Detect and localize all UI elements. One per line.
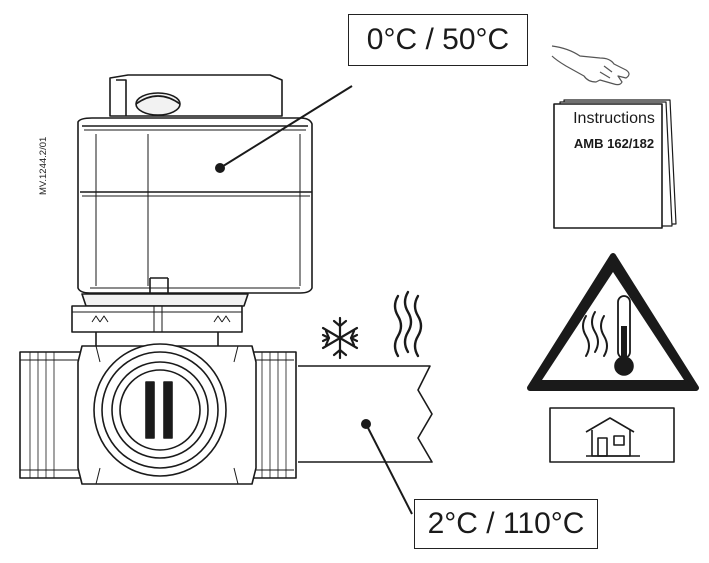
actuator-coupling — [71, 293, 249, 346]
media-leader-line — [361, 419, 413, 515]
media-temperature-label: 2°C / 110°C — [414, 499, 598, 549]
hand-pointer-icon — [551, 45, 630, 86]
instructions-booklet — [553, 99, 677, 229]
three-way-valve — [19, 343, 297, 485]
snowflake-icon — [321, 316, 359, 360]
actuator — [77, 74, 313, 294]
indoor-house-icon — [549, 407, 675, 463]
instructions-model: AMB 162/182 — [573, 136, 655, 151]
thermometer-icon — [614, 295, 634, 376]
heat-waves-icon — [393, 290, 423, 358]
ambient-leader-line — [215, 85, 353, 173]
ambient-temperature-label: 0°C / 50°C — [348, 14, 528, 66]
instructions-text: Instructions AMB 162/182 — [558, 110, 670, 151]
document-code: MV.1244.2/01 — [38, 136, 49, 195]
warning-triangle-icon — [527, 253, 699, 391]
instructions-title: Instructions — [573, 110, 655, 127]
pipe-section — [298, 365, 433, 463]
